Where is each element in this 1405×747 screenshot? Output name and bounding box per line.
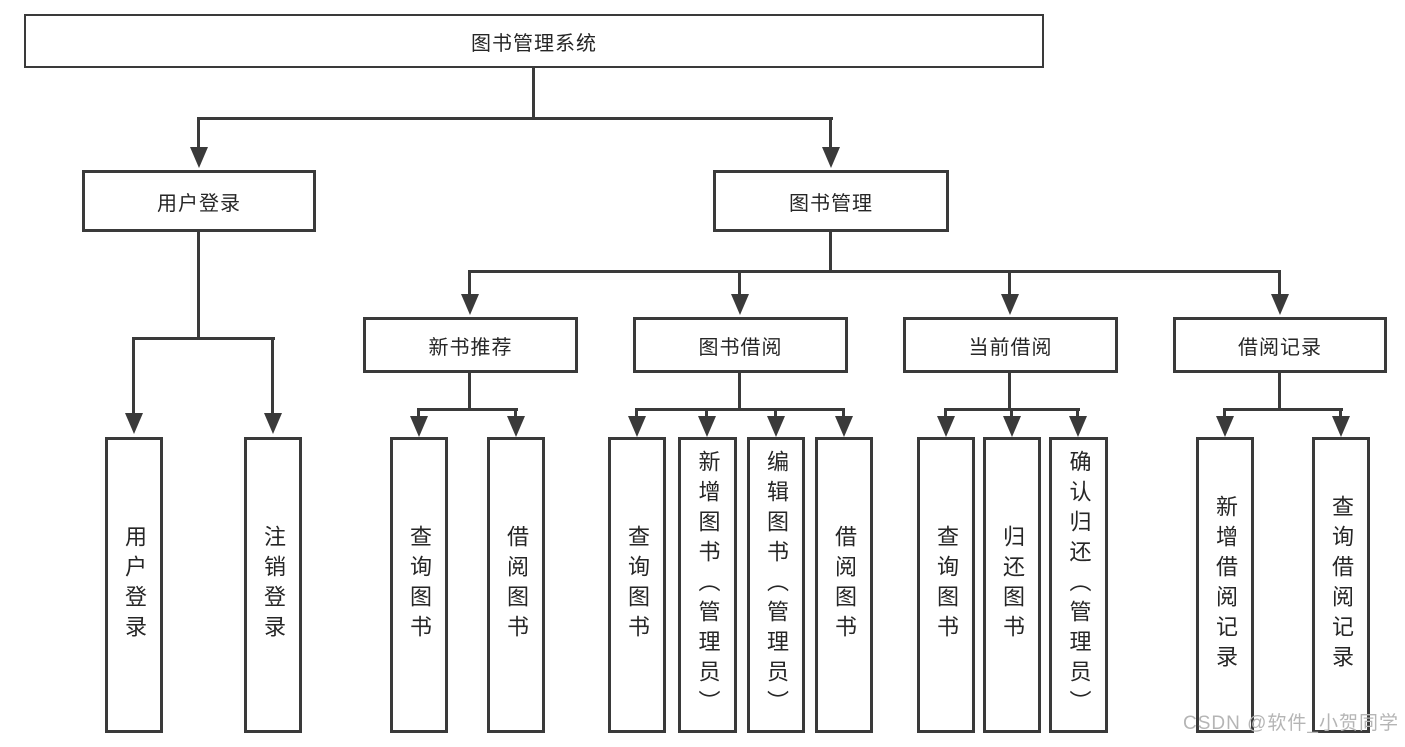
connector-line [197,232,200,340]
csdn-watermark: CSDN @软件_小贺同学 [1183,713,1399,734]
arrow-down-icon [190,147,208,168]
leaf-label: 新增借阅记录 [1213,495,1238,675]
node-new-book-recommend: 新书推荐 [363,317,578,373]
connector-line [197,117,200,148]
node-label: 借阅记录 [1238,336,1322,359]
connector-line [1339,408,1342,418]
leaf-label: 用户登录 [122,525,147,645]
leaf-borrow-books-borrowing: 借阅图书 [815,437,873,733]
leaf-label: 注销登录 [261,525,286,645]
connector-line [468,373,471,411]
node-current-borrowing: 当前借阅 [903,317,1118,373]
arrow-down-icon [937,416,955,437]
connector-line [417,408,518,411]
leaf-query-books-current: 查询图书 [917,437,975,733]
leaf-user-login: 用户登录 [105,437,163,733]
connector-line [774,408,777,418]
leaf-borrow-books-recommend: 借阅图书 [487,437,545,733]
connector-line [738,270,741,297]
connector-line [1278,270,1281,297]
connector-line [1223,408,1226,418]
leaf-label: 借阅图书 [832,525,857,645]
arrow-down-icon [1001,294,1019,315]
leaf-label: 确认归还（管理员） [1066,450,1092,720]
arrow-down-icon [125,413,143,434]
arrow-down-icon [835,416,853,437]
connector-line [197,117,833,120]
arrow-down-icon [1271,294,1289,315]
leaf-label: 查询借阅记录 [1329,495,1354,675]
connector-line [1010,408,1013,418]
leaf-logout: 注销登录 [244,437,302,733]
arrow-down-icon [767,416,785,437]
connector-line [514,408,517,418]
leaf-label: 查询图书 [625,525,650,645]
arrow-down-icon [731,294,749,315]
connector-line [944,408,947,418]
leaf-label: 编辑图书（管理员） [764,450,789,720]
arrow-down-icon [698,416,716,437]
node-label: 新书推荐 [428,336,513,359]
connector-line [738,373,741,411]
node-borrowing-records: 借阅记录 [1173,317,1387,373]
arrow-down-icon [1003,416,1021,437]
connector-line [635,408,638,418]
node-label: 图书管理 [789,192,873,215]
leaf-label: 查询图书 [407,525,432,645]
leaf-label: 借阅图书 [504,525,529,645]
arrow-down-icon [822,147,840,168]
connector-line [132,337,275,340]
leaf-query-books-recommend: 查询图书 [390,437,448,733]
connector-line [1076,408,1079,418]
connector-line [829,117,832,148]
connector-line [705,408,708,418]
connector-line [1278,373,1281,411]
leaf-query-books-borrowing: 查询图书 [608,437,666,733]
node-label: 用户登录 [157,192,241,215]
arrow-down-icon [1332,416,1350,437]
connector-line [829,232,832,273]
leaf-label: 新增图书（管理员） [695,450,721,720]
connector-line [132,337,135,415]
connector-line [1223,408,1343,411]
connector-line [271,337,274,415]
arrow-down-icon [461,294,479,315]
connector-line [468,270,471,297]
leaf-return-books: 归还图书 [983,437,1041,733]
leaf-add-books-admin: 新增图书（管理员） [678,437,737,733]
node-label: 图书管理系统 [471,32,597,55]
connector-line [635,408,845,411]
leaf-query-borrow-record: 查询借阅记录 [1312,437,1370,733]
node-library-management-system: 图书管理系统 [24,14,1044,68]
arrow-down-icon [507,416,525,437]
arrow-down-icon [628,416,646,437]
node-book-management: 图书管理 [713,170,949,232]
arrow-down-icon [1216,416,1234,437]
node-user-login-group: 用户登录 [82,170,316,232]
node-book-borrowing: 图书借阅 [633,317,848,373]
leaf-confirm-return-admin: 确认归还（管理员） [1049,437,1108,733]
connector-line [1008,373,1011,411]
leaf-label: 归还图书 [1000,525,1025,645]
connector-line [468,270,1281,273]
node-label: 当前借阅 [968,336,1053,359]
connector-line [417,408,420,418]
leaf-edit-books-admin: 编辑图书（管理员） [747,437,805,733]
leaf-label: 查询图书 [934,525,959,645]
arrow-down-icon [1069,416,1087,437]
arrow-down-icon [410,416,428,437]
connector-line [532,68,535,118]
leaf-add-borrow-record: 新增借阅记录 [1196,437,1254,733]
arrow-down-icon [264,413,282,434]
node-label: 图书借阅 [698,336,783,359]
connector-line [842,408,845,418]
connector-line [1008,270,1011,297]
